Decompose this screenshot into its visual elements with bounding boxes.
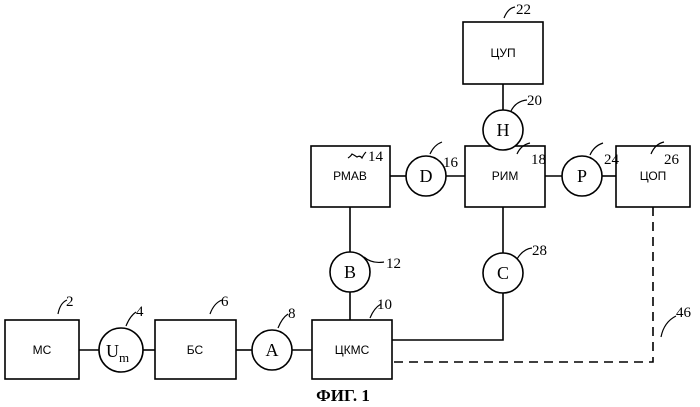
wire-c-ckms	[392, 293, 503, 340]
node-c-label: C	[497, 263, 509, 283]
connections	[79, 84, 616, 350]
node-um: Um	[99, 328, 143, 372]
block-ckms-label: ЦКМС	[335, 343, 370, 357]
block-rim-label: РИМ	[492, 169, 519, 183]
leader-16	[430, 142, 442, 154]
leader-22	[504, 7, 515, 18]
ref-6: 6	[221, 294, 229, 310]
reference-numerals: 2 4 6 8 10 12 14 16 18 20 22 24 26 28 46	[66, 2, 692, 322]
ref-4: 4	[136, 304, 144, 320]
dashed-link-cop-ckms	[392, 207, 653, 362]
node-a: A	[252, 330, 292, 370]
node-um-subscript: m	[119, 350, 129, 365]
ref-12: 12	[386, 256, 401, 272]
block-ms: МС	[5, 320, 79, 379]
block-bs: БС	[155, 320, 236, 379]
ref-10: 10	[377, 297, 392, 313]
ref-28: 28	[532, 243, 547, 259]
block-cup-label: ЦУП	[490, 46, 515, 60]
leader-46	[661, 316, 676, 337]
node-h: H	[483, 110, 523, 150]
node-um-letter: U	[106, 341, 119, 361]
node-a-label: A	[266, 340, 279, 360]
node-d: D	[406, 156, 446, 196]
node-p: P	[562, 156, 602, 196]
leader-8	[278, 314, 288, 328]
ref-16: 16	[443, 155, 459, 171]
ref-24: 24	[604, 152, 620, 168]
block-bs-label: БС	[187, 343, 204, 357]
block-rmav-label: РМАВ	[333, 169, 367, 183]
node-b-label: B	[344, 262, 356, 282]
block-ckms: ЦКМС	[312, 320, 392, 379]
leader-20	[511, 100, 527, 111]
node-h-label: H	[497, 120, 510, 140]
block-cup: ЦУП	[463, 22, 543, 84]
node-p-label: P	[577, 166, 587, 186]
block-ms-label: МС	[33, 343, 52, 357]
ref-46: 46	[676, 305, 692, 321]
ref-20: 20	[527, 93, 542, 109]
leader-4	[126, 312, 136, 326]
block-cop-label: ЦОП	[640, 169, 667, 183]
ref-8: 8	[288, 306, 296, 322]
ref-22: 22	[516, 2, 531, 18]
ref-14: 14	[368, 149, 384, 165]
node-d-label: D	[420, 166, 433, 186]
ref-2: 2	[66, 294, 74, 310]
ref-18: 18	[531, 152, 546, 168]
node-b: B	[330, 252, 370, 292]
leader-24	[590, 143, 603, 155]
figure-caption: ФИГ. 1	[316, 386, 370, 405]
ref-26: 26	[664, 152, 680, 168]
leader-28	[517, 248, 532, 259]
